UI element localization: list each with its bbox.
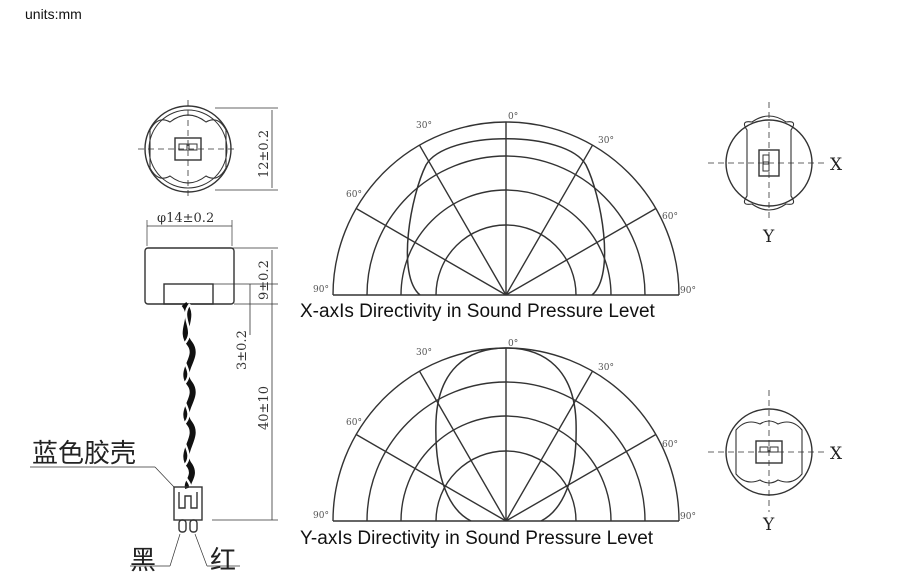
angle-30l-y: 30° xyxy=(416,348,432,358)
dim-face-width: 12±0.2 xyxy=(257,130,272,178)
dim-diameter: φ14±0.2 xyxy=(157,211,214,226)
axis-x-label-bottom: X xyxy=(830,444,843,464)
angle-30r-x: 30° xyxy=(598,136,614,146)
label-wire-black: 黑 xyxy=(130,546,157,576)
polar-chart-y xyxy=(332,347,680,522)
axis-x-label-top: X xyxy=(830,155,843,175)
angle-90r-y: 90° xyxy=(680,512,696,522)
angle-60r-y: 60° xyxy=(662,440,678,450)
angle-0-x: 0° xyxy=(508,112,518,122)
axis-y-label-top: Y xyxy=(762,227,775,247)
angle-60l-x: 60° xyxy=(346,190,362,200)
polar-chart-x xyxy=(332,121,680,296)
angle-90l-x: 90° xyxy=(313,285,329,295)
caption-y-axis: Y-axIs Directivity in Sound Pressure Lev… xyxy=(300,528,654,549)
angle-90r-x: 90° xyxy=(680,286,696,296)
angle-30l-x: 30° xyxy=(416,121,432,131)
orientation-view-x xyxy=(708,102,825,222)
caption-x-axis: X-axIs Directivity in Sound Pressure Lev… xyxy=(300,301,655,322)
label-wire-red: 红 xyxy=(210,546,237,576)
dim-body-height: 9±0.2 xyxy=(257,260,272,300)
angle-90l-y: 90° xyxy=(313,511,329,521)
angle-60r-x: 60° xyxy=(662,212,678,222)
orientation-view-y xyxy=(708,390,825,512)
connector xyxy=(30,466,240,567)
units-label: units:mm xyxy=(25,6,82,22)
label-connector-housing: 蓝色胶壳 xyxy=(32,439,137,469)
angle-30r-y: 30° xyxy=(598,363,614,373)
sensor-top-view xyxy=(138,100,278,198)
angle-60l-y: 60° xyxy=(346,418,362,428)
dim-lead-length: 40±10 xyxy=(257,386,272,430)
axis-y-label-bottom: Y xyxy=(762,515,775,535)
twisted-wire xyxy=(180,302,196,489)
dim-recess-depth: 3±0.2 xyxy=(235,330,250,370)
angle-0-y: 0° xyxy=(508,339,518,349)
